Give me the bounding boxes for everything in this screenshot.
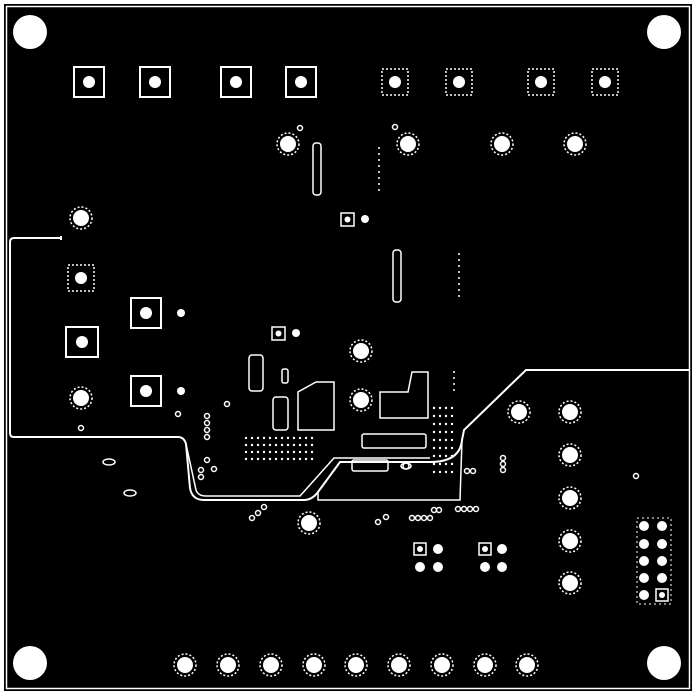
round-pad-icon <box>353 343 369 359</box>
mounting-holes <box>13 15 681 680</box>
component-footprint <box>351 459 389 472</box>
square-pad-icon <box>130 297 162 329</box>
round-pad-icon <box>562 533 578 549</box>
mounting-hole-icon <box>13 15 47 49</box>
round-pad-icon <box>433 544 443 554</box>
round-pads <box>73 136 583 591</box>
via-icon <box>77 424 85 432</box>
square-pad-icon <box>413 542 427 556</box>
round-pad-icon <box>263 657 279 673</box>
slot <box>123 489 137 497</box>
component-footprint <box>297 381 335 431</box>
round-pad-icon <box>220 657 236 673</box>
via-grid <box>432 406 454 474</box>
round-pad-icon <box>562 447 578 463</box>
round-pad-icon <box>391 657 407 673</box>
square-pad-icon <box>139 66 171 98</box>
board-outline <box>5 5 691 690</box>
connector-footprint <box>312 142 322 196</box>
round-pad-icon <box>497 544 507 554</box>
round-pad-icon <box>562 575 578 591</box>
square-pad-icon <box>67 264 95 292</box>
via-icon <box>177 387 185 395</box>
round-pad-icon <box>177 657 193 673</box>
square-pad-icon <box>285 66 317 98</box>
round-pad-icon <box>497 562 507 572</box>
copper-pour-outlines <box>9 236 689 501</box>
round-pad-icon <box>400 136 416 152</box>
round-pad-icon <box>353 392 369 408</box>
component-footprint <box>248 354 264 392</box>
small-vias <box>77 123 640 526</box>
component-footprint <box>281 368 289 384</box>
square-pad-icon <box>130 375 162 407</box>
via-fields <box>244 147 460 474</box>
pad-cluster-middle <box>413 542 507 572</box>
connector-footprint <box>392 249 402 303</box>
bottom-pad-row <box>177 657 535 673</box>
square-pad-icon <box>220 66 252 98</box>
mounting-hole-icon <box>647 646 681 680</box>
mounting-hole-icon <box>647 15 681 49</box>
round-pad-icon <box>519 657 535 673</box>
round-pad-icon <box>511 404 527 420</box>
round-pad-icon <box>306 657 322 673</box>
bottom-pad-rings <box>173 653 539 677</box>
oval-slots <box>102 458 412 497</box>
round-pad-icon <box>480 562 490 572</box>
trace-loop <box>185 443 430 497</box>
round-pad-icon <box>348 657 364 673</box>
ic-footprints <box>248 142 429 472</box>
square-pad-icon <box>527 68 555 96</box>
square-pad-icon <box>445 68 473 96</box>
square-pad-icon <box>591 68 619 96</box>
slot <box>400 462 412 470</box>
via-icon <box>391 123 399 131</box>
pin-header-2x5 <box>636 517 672 605</box>
component-footprint <box>361 433 427 449</box>
square-pad-icon <box>65 326 99 358</box>
round-pad-icon <box>434 657 450 673</box>
round-pad-icon <box>73 210 89 226</box>
square-pad-icon <box>271 326 286 341</box>
round-pad-icon <box>562 404 578 420</box>
center-small-pads <box>271 212 369 341</box>
inner-pour-border <box>317 439 463 501</box>
square-pad-icon <box>655 588 669 602</box>
round-pad-icon <box>280 136 296 152</box>
round-pad-icon <box>567 136 583 152</box>
round-pad-icon <box>433 562 443 572</box>
round-pad-icon <box>73 390 89 406</box>
round-pad-icon <box>494 136 510 152</box>
round-pad-icon <box>562 490 578 506</box>
left-pads <box>65 264 185 407</box>
via-icon <box>296 124 304 132</box>
square-pad-icon <box>340 212 355 227</box>
header-outline <box>636 517 672 605</box>
via-icon <box>223 400 231 408</box>
via-column <box>378 147 460 391</box>
round-pad-icon <box>301 515 317 531</box>
top-pad-row <box>73 66 619 98</box>
round-pad-rings <box>69 132 587 595</box>
square-pad-icon <box>381 68 409 96</box>
round-pad-icon <box>477 657 493 673</box>
board-substrate <box>4 4 692 691</box>
via-grid <box>244 436 314 461</box>
ground-pour-border <box>9 237 689 501</box>
slot <box>102 458 116 466</box>
via-icon <box>292 329 300 337</box>
mounting-hole-icon <box>13 646 47 680</box>
via-icon <box>177 309 185 317</box>
square-pad-icon <box>73 66 105 98</box>
via-icon <box>361 215 369 223</box>
component-footprint <box>379 371 429 419</box>
component-footprint <box>272 396 289 431</box>
round-pad-icon <box>415 562 425 572</box>
square-pad-icon <box>478 542 492 556</box>
